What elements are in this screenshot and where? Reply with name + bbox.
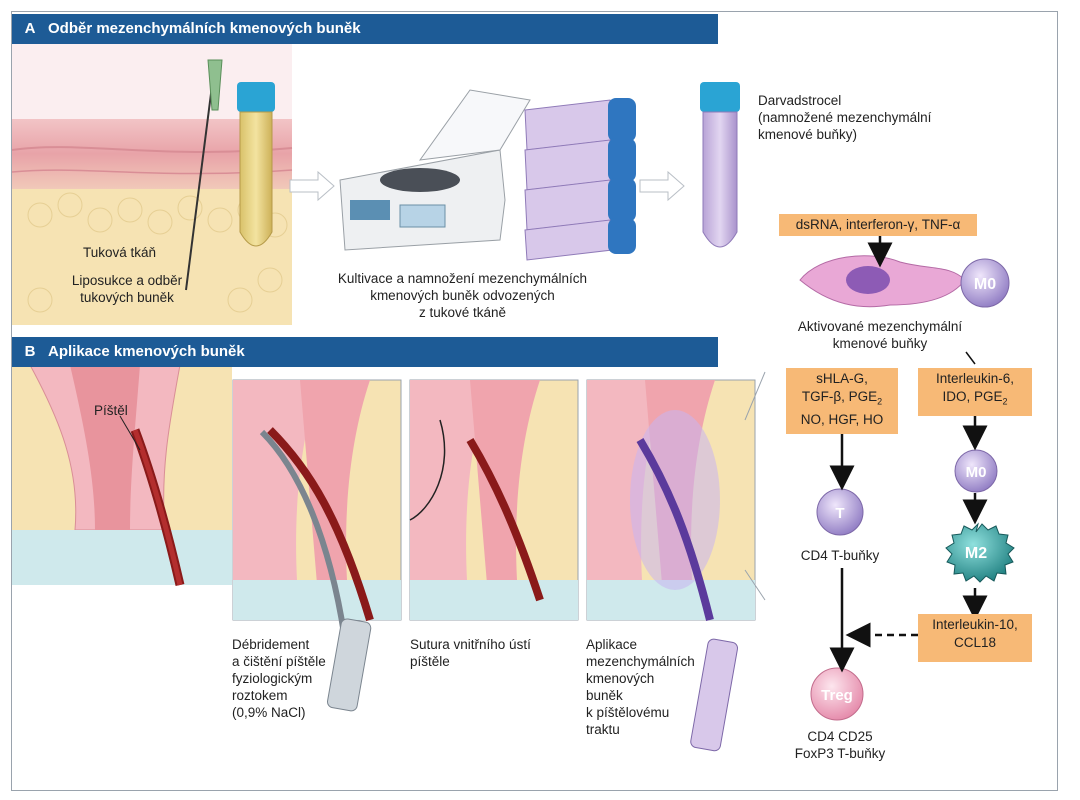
il10-line1: Interleukin-10, bbox=[932, 617, 1018, 632]
right-factors-line2-text: IDO, PGE bbox=[942, 389, 1003, 404]
label-darvadstrocel: Darvadstrocel (namnožené mezenchymální k… bbox=[758, 92, 958, 143]
panel-aplikace bbox=[586, 379, 756, 752]
section-b-title: Aplikace kmenových buněk bbox=[48, 343, 245, 360]
mechanism-arrows bbox=[744, 236, 988, 673]
cell-label-treg: Treg bbox=[821, 687, 853, 704]
label-debridement: Débridement a čištění píštěle fyziologic… bbox=[232, 636, 402, 721]
left-factors-subscript: 2 bbox=[877, 396, 883, 407]
label-liposukce-line1: Liposukce a odběr bbox=[71, 273, 183, 288]
label-debridement-line3: fyziologickým bbox=[232, 671, 313, 686]
treg-label-line1: CD4 CD25 bbox=[807, 729, 873, 744]
label-aplikace-line3: kmenových bbox=[586, 671, 655, 686]
pistel-pointer bbox=[119, 415, 141, 451]
box-right-factors: Interleukin-6, IDO, PGE2 bbox=[918, 368, 1032, 416]
panel-debridement bbox=[232, 379, 402, 712]
liposuction-needle bbox=[185, 59, 223, 291]
culture-flasks-icon bbox=[524, 98, 636, 261]
right-factors-line2: IDO, PGE2 bbox=[918, 388, 1032, 411]
cell-label-t: T bbox=[835, 505, 844, 522]
label-liposukce-line2: tukových buněk bbox=[80, 290, 174, 305]
tube-yellow bbox=[237, 82, 275, 247]
label-aplikace-line5: k píštělovému bbox=[586, 705, 670, 720]
label-debridement-line1: Débridement bbox=[232, 637, 310, 652]
label-kultivace-line1: Kultivace a namnožení mezenchymálních bbox=[337, 271, 588, 286]
m0-cell-top bbox=[960, 258, 1010, 308]
section-a-title: Odběr mezenchymálních kmenových buněk bbox=[48, 20, 361, 37]
centrifuge-icon bbox=[339, 89, 531, 251]
left-factors-line3: NO, HGF, HO bbox=[800, 411, 884, 427]
label-cd4: CD4 T-buňky bbox=[800, 548, 880, 563]
panel-sutura bbox=[409, 379, 579, 621]
label-aplikace: Aplikace mezenchymálních kmenových buněk… bbox=[586, 636, 726, 738]
label-debridement-line5: (0,9% NaCl) bbox=[232, 705, 306, 720]
label-debridement-line2: a čištění píštěle bbox=[232, 654, 326, 669]
treg-label-line2: FoxP3 T-buňky bbox=[794, 746, 886, 761]
m2-cell bbox=[945, 522, 1015, 583]
box-trigger: dsRNA, interferon-γ, TNF-α bbox=[779, 214, 977, 236]
right-factors-subscript: 2 bbox=[1002, 396, 1008, 407]
label-treg: CD4 CD25 FoxP3 T-buňky bbox=[775, 728, 905, 762]
label-liposukce: Liposukce a odběr tukových buněk bbox=[52, 272, 202, 306]
tube-purple bbox=[700, 82, 740, 248]
label-aplikace-line1: Aplikace bbox=[586, 637, 638, 652]
label-tukova-tkan: Tuková tkáň bbox=[83, 245, 157, 260]
label-activated-line2: kmenové buňky bbox=[832, 336, 928, 351]
cell-label-m0-top: M0 bbox=[974, 276, 996, 293]
box-left-factors: sHLA-G, TGF-β, PGE2 NO, HGF, HO bbox=[786, 368, 898, 434]
section-a-header: A Odběr mezenchymálních kmenových buněk bbox=[12, 14, 718, 44]
label-darvadstrocel-line2: (namnožené mezenchymální bbox=[758, 110, 932, 125]
left-factors-line2: TGF-β, PGE2 bbox=[786, 388, 898, 411]
label-kultivace: Kultivace a namnožení mezenchymálních km… bbox=[300, 270, 625, 321]
left-factors-line1: sHLA-G, bbox=[816, 371, 868, 386]
label-sutura-line1: Sutura vnitřního ústí bbox=[410, 637, 531, 652]
label-activated-msc: Aktivované mezenchymální kmenové buňky bbox=[780, 318, 980, 352]
activated-msc-cell bbox=[799, 255, 966, 308]
label-kultivace-line3: z tukové tkáně bbox=[418, 305, 507, 320]
label-aplikace-line4: buněk bbox=[586, 688, 623, 703]
cell-label-m2: M2 bbox=[965, 545, 987, 562]
label-pistel: Píštěl bbox=[94, 403, 128, 418]
anal-anatomy-overview bbox=[12, 364, 232, 587]
label-darvadstrocel-line1: Darvadstrocel bbox=[758, 93, 842, 108]
cell-label-m0: M0 bbox=[966, 464, 987, 481]
box-il10: Interleukin-10, CCL18 bbox=[918, 614, 1032, 662]
label-aplikace-line2: mezenchymálních bbox=[586, 654, 695, 669]
label-sutura-line2: píštěle bbox=[410, 654, 450, 669]
section-b-letter: B bbox=[24, 343, 36, 360]
section-a-letter: A bbox=[24, 20, 36, 37]
left-factors-line2-text: TGF-β, PGE bbox=[801, 389, 878, 404]
il10-line2: CCL18 bbox=[953, 635, 997, 650]
arrow-to-product bbox=[639, 170, 685, 202]
label-aplikace-line6: traktu bbox=[586, 722, 620, 737]
label-darvadstrocel-line3: kmenové buňky) bbox=[758, 127, 858, 142]
section-b-header: B Aplikace kmenových buněk bbox=[12, 337, 718, 367]
label-sutura: Sutura vnitřního ústí píštěle bbox=[410, 636, 580, 670]
arrow-to-centrifuge bbox=[289, 170, 335, 202]
label-debridement-line4: roztokem bbox=[232, 688, 288, 703]
label-kultivace-line2: kmenových buněk odvozených bbox=[370, 288, 555, 303]
label-activated-line1: Aktivované mezenchymální bbox=[797, 319, 963, 334]
right-factors-line1: Interleukin-6, bbox=[935, 371, 1015, 386]
